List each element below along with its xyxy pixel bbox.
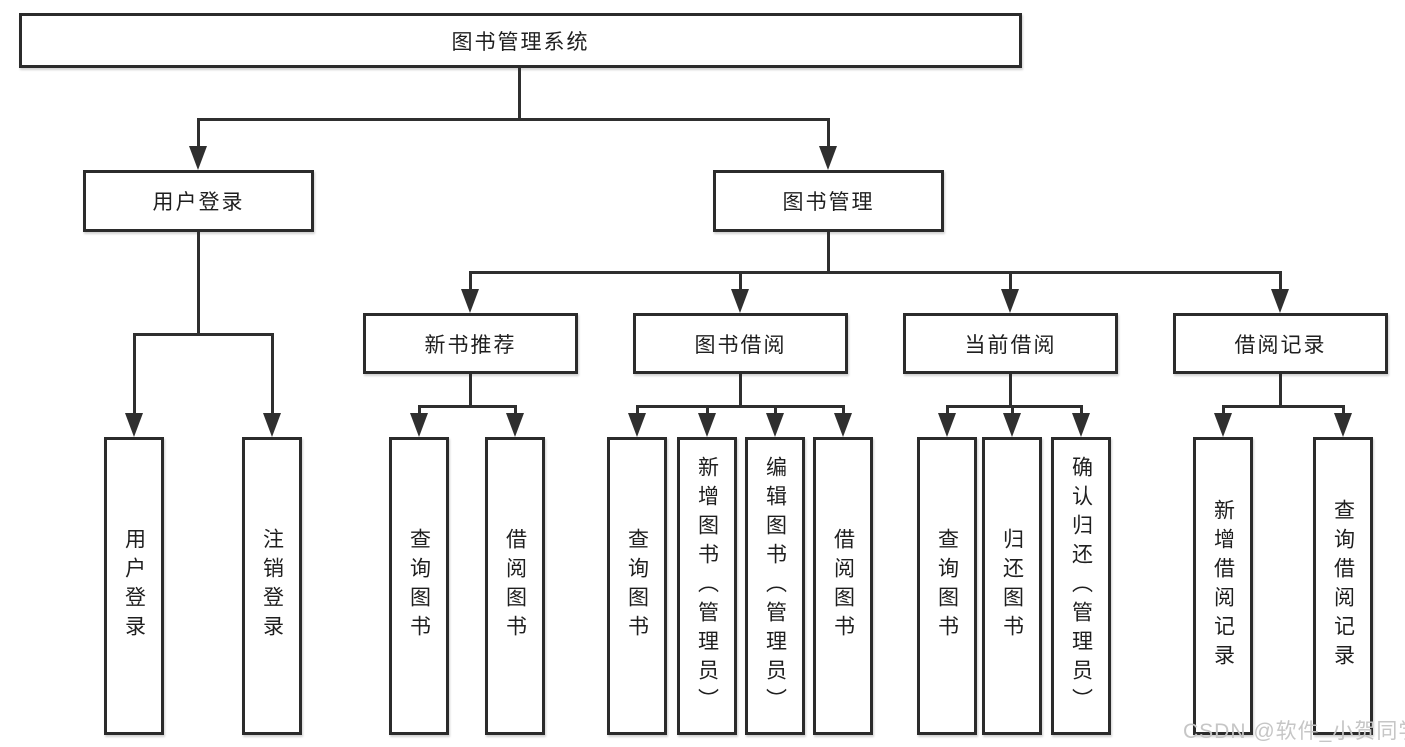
node-new-books-label: 新书推荐 [424,333,517,357]
arrow-head-g2-leaf4 [834,413,852,437]
leaf-g2-edit-books-admin: 编辑图书（管理员） [745,437,805,735]
connector-drop-g1-leaf2 [514,405,517,417]
node-current-borrow-label: 当前借阅 [964,333,1057,357]
connector-level3-bar [469,271,1282,274]
connector-drop-g3-leaf3 [1080,405,1083,417]
leaf-g3-query-books-label: 查询图书 [935,528,959,644]
leaf-g1-query-books-label: 查询图书 [407,528,431,644]
connector-drop-g3-leaf2 [1011,405,1014,417]
arrow-head-book-borrow [731,289,749,313]
connector-drop-current-borrow [1009,271,1012,293]
connector-drop-g3-leaf1 [946,405,949,417]
arrow-head-g1-leaf1 [410,413,428,437]
leaf-g4-add-borrow-record-label: 新增借阅记录 [1211,499,1235,673]
connector-root-trunk [518,68,521,120]
leaf-g4-query-borrow-record: 查询借阅记录 [1313,437,1373,735]
arrow-head-book-mgmt [819,146,837,170]
arrow-head-borrow-records [1271,289,1289,313]
connector-drop-new-books [469,271,472,293]
connector-drop-borrow-records [1279,271,1282,293]
leaf-user-login-label: 用户登录 [122,528,146,644]
arrow-head-new-books [461,289,479,313]
leaf-g2-add-books-admin-label: 新增图书（管理员） [695,455,719,717]
node-new-books: 新书推荐 [363,313,578,374]
leaf-logout-label: 注销登录 [260,528,284,644]
arrow-head-user-login [189,146,207,170]
connector-drop-book-borrow [739,271,742,293]
arrow-head-g4-leaf2 [1334,413,1352,437]
connector-drop-g2-leaf2 [706,405,709,417]
arrow-head-g4-leaf1 [1214,413,1232,437]
arrow-head-logout-leaf [263,413,281,437]
leaf-g3-query-books: 查询图书 [917,437,977,735]
leaf-g2-query-books-label: 查询图书 [625,528,649,644]
leaf-g2-borrow-books: 借阅图书 [813,437,873,735]
connector-drop-g1-leaf1 [418,405,421,417]
connector-user-login-bar [133,333,274,336]
arrow-head-g2-leaf2 [698,413,716,437]
connector-level2-bar [197,118,830,121]
node-user-login-label: 用户登录 [152,191,245,214]
leaf-logout: 注销登录 [242,437,302,735]
leaf-g1-borrow-books: 借阅图书 [485,437,545,735]
leaf-g2-add-books-admin: 新增图书（管理员） [677,437,737,735]
connector-borrow-records-trunk [1279,374,1282,407]
connector-drop-login-leaf [133,333,136,417]
leaf-g3-return-books: 归还图书 [982,437,1042,735]
leaf-g4-add-borrow-record: 新增借阅记录 [1193,437,1253,735]
node-borrow-records-label: 借阅记录 [1234,333,1327,357]
connector-new-books-trunk [469,374,472,407]
arrow-head-g2-leaf3 [766,413,784,437]
node-root-label: 图书管理系统 [451,30,590,54]
leaf-g3-confirm-return-admin-label: 确认归还（管理员） [1069,455,1093,717]
connector-drop-g2-leaf3 [774,405,777,417]
leaf-g1-query-books: 查询图书 [389,437,449,735]
node-current-borrow: 当前借阅 [903,313,1118,374]
connector-drop-g4-leaf1 [1222,405,1225,417]
connector-new-books-bar [418,405,517,408]
arrow-head-current-borrow [1001,289,1019,313]
connector-user-login-trunk [197,232,200,335]
node-book-borrow-label: 图书借阅 [694,333,787,357]
connector-current-borrow-trunk [1009,374,1012,407]
node-user-login: 用户登录 [83,170,314,232]
connector-drop-g2-leaf4 [842,405,845,417]
arrow-head-g3-leaf3 [1072,413,1090,437]
connector-drop-user-login [197,118,200,148]
connector-drop-g4-leaf2 [1342,405,1345,417]
leaf-user-login: 用户登录 [104,437,164,735]
leaf-g2-borrow-books-label: 借阅图书 [831,528,855,644]
connector-book-mgmt-trunk [827,232,830,273]
leaf-g1-borrow-books-label: 借阅图书 [503,528,527,644]
leaf-g2-query-books: 查询图书 [607,437,667,735]
arrow-head-login-leaf [125,413,143,437]
connector-current-borrow-bar [946,405,1083,408]
leaf-g3-return-books-label: 归还图书 [1000,528,1024,644]
node-book-mgmt-label: 图书管理 [782,191,875,214]
node-borrow-records: 借阅记录 [1173,313,1388,374]
connector-drop-logout-leaf [271,333,274,417]
arrow-head-g1-leaf2 [506,413,524,437]
leaf-g2-edit-books-admin-label: 编辑图书（管理员） [763,455,787,717]
node-root: 图书管理系统 [19,13,1022,68]
arrow-head-g3-leaf1 [938,413,956,437]
node-book-borrow: 图书借阅 [633,313,848,374]
connector-drop-book-mgmt [827,118,830,148]
connector-drop-g2-leaf1 [636,405,639,417]
arrow-head-g2-leaf1 [628,413,646,437]
leaf-g3-confirm-return-admin: 确认归还（管理员） [1051,437,1111,735]
connector-borrow-records-bar [1222,405,1345,408]
connector-book-borrow-bar [636,405,845,408]
arrow-head-g3-leaf2 [1003,413,1021,437]
node-book-mgmt: 图书管理 [713,170,944,232]
leaf-g4-query-borrow-record-label: 查询借阅记录 [1331,499,1355,673]
connector-book-borrow-trunk [739,374,742,407]
